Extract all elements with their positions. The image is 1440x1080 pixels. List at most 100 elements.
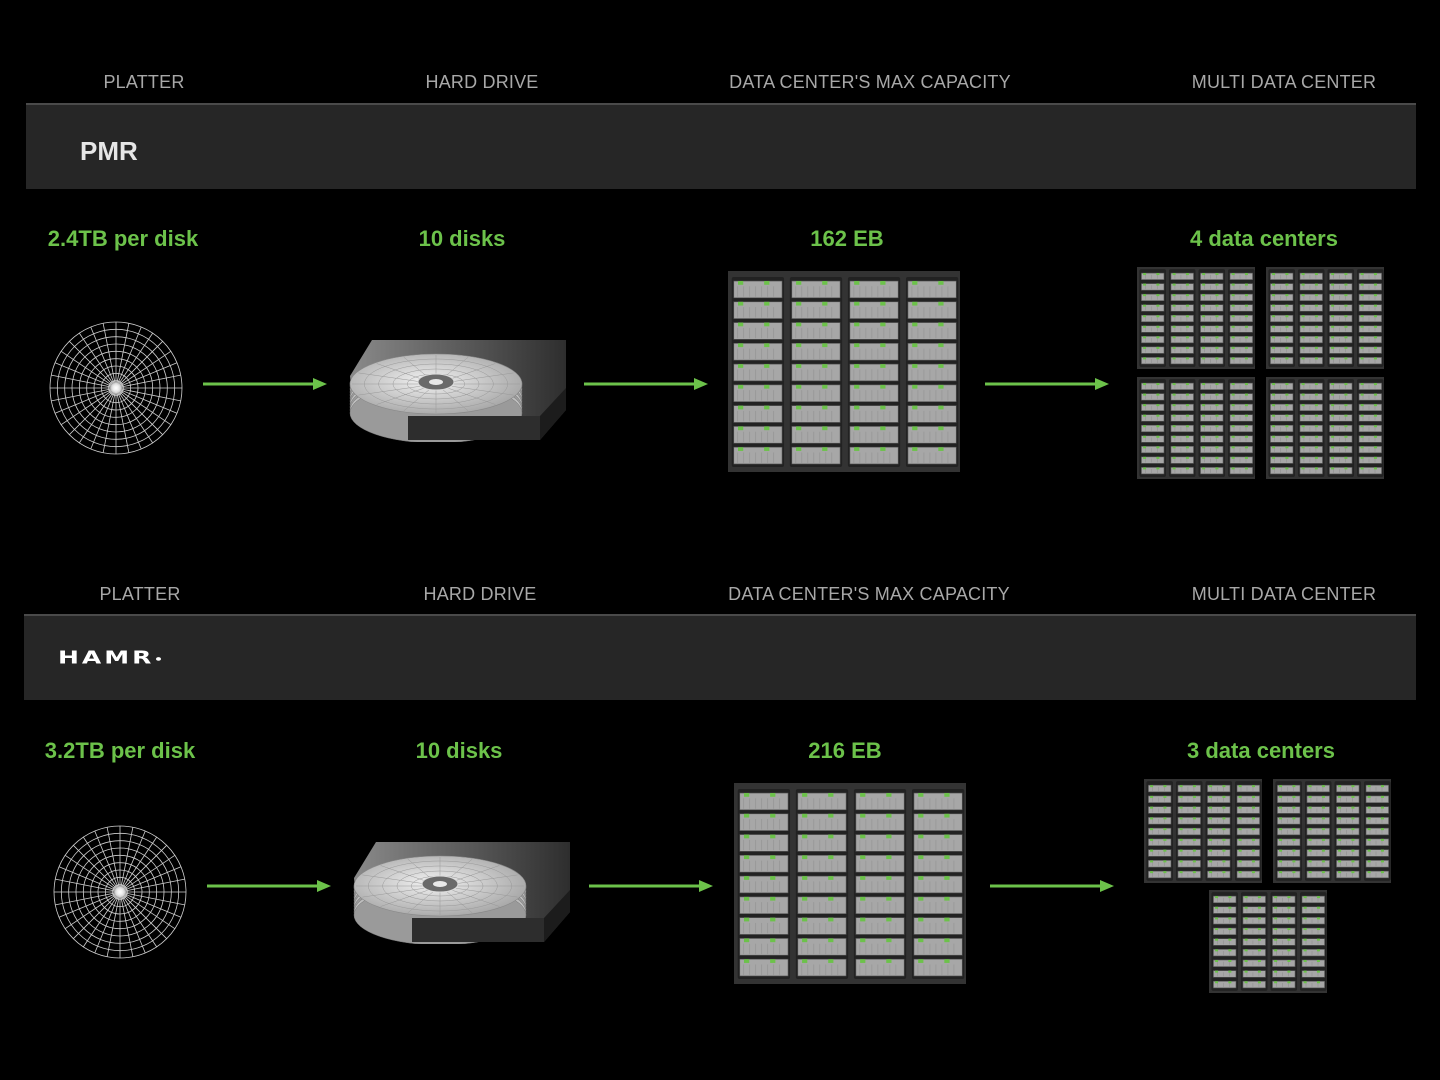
- status-led: [1257, 981, 1261, 984]
- server-unit: [1299, 336, 1323, 344]
- status-led: [1344, 414, 1348, 417]
- status-led: [918, 793, 924, 797]
- server-unit: [739, 813, 789, 831]
- server-unit: [1277, 838, 1301, 846]
- status-led: [1143, 294, 1147, 297]
- status-led: [770, 896, 776, 901]
- status-led: [1244, 325, 1248, 328]
- status-led: [1209, 871, 1213, 874]
- status-led: [1202, 273, 1206, 276]
- server-unit: [1358, 446, 1382, 454]
- status-led: [1303, 917, 1307, 920]
- status-led: [1215, 896, 1219, 899]
- status-led: [1150, 817, 1154, 820]
- status-led: [1215, 325, 1219, 328]
- status-led: [1344, 273, 1348, 276]
- status-led: [1202, 414, 1206, 417]
- server-unit: [1306, 795, 1330, 803]
- server-unit: [1141, 456, 1165, 464]
- status-led: [1351, 795, 1355, 798]
- column-label-platter: PLATTER: [99, 584, 181, 604]
- server-unit: [1236, 849, 1260, 857]
- server-unit: [797, 917, 847, 935]
- server-unit: [791, 363, 841, 382]
- server-unit: [1242, 917, 1266, 925]
- status-led: [860, 896, 866, 901]
- status-led: [1301, 435, 1305, 438]
- server-unit: [1236, 870, 1260, 879]
- status-led: [1244, 467, 1248, 470]
- status-led: [1156, 357, 1160, 360]
- status-led: [1308, 838, 1312, 841]
- server-unit: [1270, 304, 1294, 312]
- server-unit: [1358, 357, 1382, 365]
- server-unit: [849, 343, 899, 361]
- status-led: [1150, 795, 1154, 798]
- status-led: [1192, 849, 1196, 852]
- status-led: [1231, 273, 1235, 276]
- status-led: [1314, 404, 1318, 407]
- status-led: [1303, 938, 1307, 941]
- server-unit: [1365, 870, 1389, 879]
- status-led: [1287, 949, 1291, 952]
- status-led: [1238, 828, 1242, 831]
- status-led: [1156, 325, 1160, 328]
- status-led: [822, 426, 828, 431]
- server-unit: [1213, 927, 1237, 935]
- server-unit: [1299, 314, 1323, 323]
- status-led: [1314, 283, 1318, 286]
- status-led: [796, 447, 802, 451]
- server-unit: [1299, 403, 1323, 411]
- status-led: [912, 405, 918, 410]
- status-led: [880, 426, 886, 431]
- status-led: [1156, 315, 1160, 318]
- server-unit: [907, 301, 957, 319]
- status-led: [828, 813, 834, 818]
- status-led: [1344, 456, 1348, 459]
- status-led: [1244, 346, 1248, 349]
- status-led: [1285, 325, 1289, 328]
- server-unit: [1170, 325, 1194, 333]
- status-led: [1172, 414, 1176, 417]
- server-unit: [1177, 838, 1201, 846]
- status-led: [1303, 959, 1307, 962]
- status-led: [1244, 970, 1248, 973]
- status-led: [1172, 393, 1176, 396]
- server-unit: [1306, 784, 1330, 793]
- server-unit: [1148, 838, 1172, 846]
- server-unit: [1336, 806, 1360, 814]
- server-unit: [1170, 293, 1194, 301]
- status-led: [1272, 404, 1276, 407]
- status-led: [1143, 446, 1147, 449]
- status-led: [796, 301, 802, 306]
- server-unit: [739, 875, 789, 894]
- status-led: [912, 364, 918, 368]
- status-led: [1244, 273, 1248, 276]
- status-led: [828, 917, 834, 922]
- server-unit: [1358, 346, 1382, 354]
- status-led: [860, 876, 866, 880]
- server-unit: [1358, 272, 1382, 280]
- server-unit: [1170, 272, 1194, 280]
- server-unit: [1277, 795, 1301, 803]
- status-led: [1301, 325, 1305, 328]
- server-unit: [1236, 827, 1260, 836]
- server-unit: [1270, 293, 1294, 301]
- status-led: [1257, 896, 1261, 899]
- status-led: [860, 938, 866, 943]
- status-led: [1172, 435, 1176, 438]
- server-unit: [1242, 906, 1266, 914]
- data-center-icon: [1137, 267, 1255, 369]
- server-unit: [1229, 467, 1253, 475]
- status-led: [1316, 917, 1320, 920]
- platter-capacity: 2.4TB per disk: [47, 226, 199, 251]
- status-led: [744, 959, 750, 963]
- status-led: [1274, 906, 1278, 909]
- status-led: [1185, 336, 1189, 339]
- status-led: [1360, 383, 1364, 386]
- server-unit: [1270, 283, 1294, 291]
- server-unit: [1306, 838, 1330, 846]
- status-led: [1272, 446, 1276, 449]
- status-led: [1202, 357, 1206, 360]
- status-led: [1373, 294, 1377, 297]
